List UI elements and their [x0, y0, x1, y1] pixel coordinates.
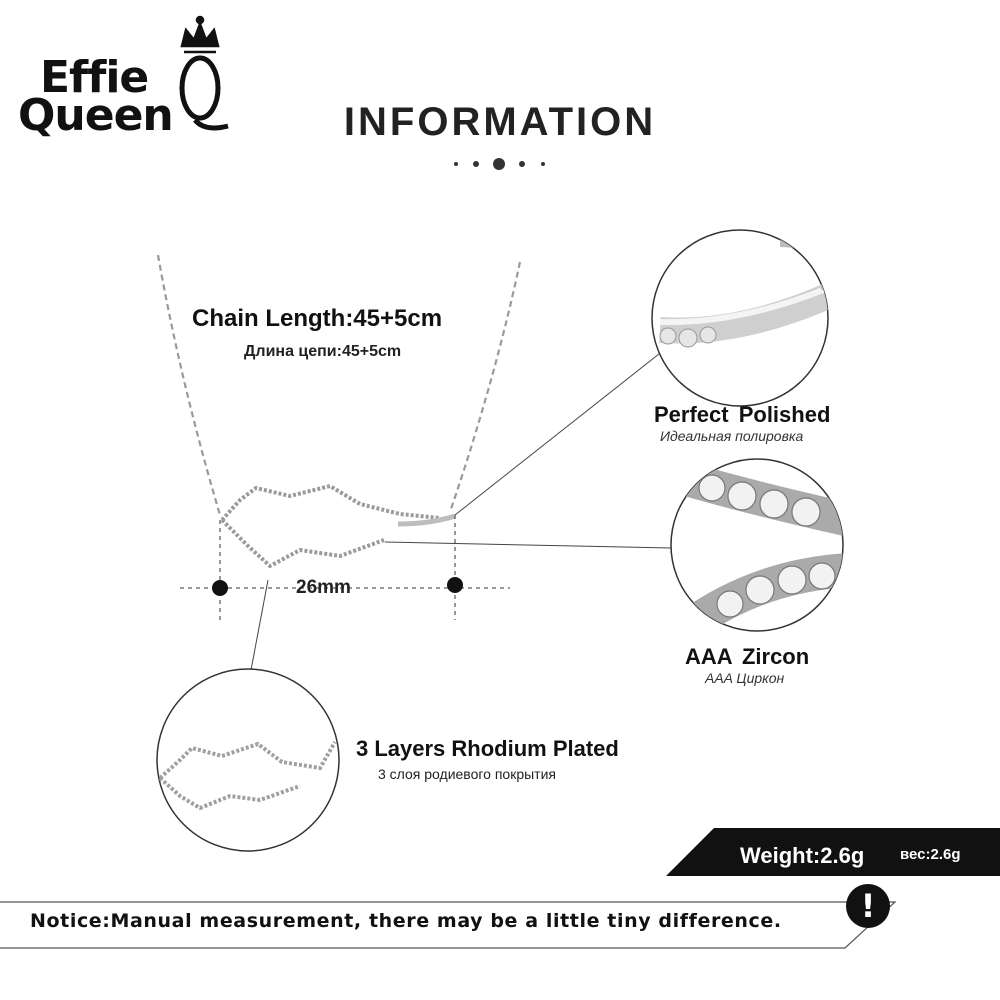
chain-length-label: Chain Length:45+5cm — [192, 305, 443, 332]
dimension-guides — [180, 515, 510, 620]
zoom-circle-rhodium — [156, 668, 340, 852]
title-dots — [454, 158, 545, 170]
weight-label: Weight:2.6g — [740, 843, 865, 868]
brand-logo-line1: Effie — [40, 52, 149, 103]
zoom-circle-zircon — [670, 458, 844, 632]
dimension-dot-right — [447, 577, 463, 593]
crown-icon — [180, 15, 220, 54]
pendant-width-label: 26mm — [296, 577, 351, 598]
feature-zircon-label: AAA Zircon — [685, 644, 810, 669]
notice-text: Notice:Manual measurement, there may be … — [30, 910, 782, 932]
feature-polished-label-ru: Идеальная полировка — [660, 428, 804, 444]
logo-q-mark — [179, 55, 229, 131]
necklace-chain — [156, 254, 522, 516]
feature-zircon-label-ru: AAA Циркон — [705, 670, 785, 686]
zoom-circle-polished — [651, 229, 829, 407]
pendant-bar — [397, 513, 456, 527]
feature-polished-label: Perfect Polished — [654, 402, 831, 427]
pendant — [220, 483, 441, 569]
dimension-dot-left — [212, 580, 228, 596]
exclamation-icon: ! — [846, 884, 890, 928]
weight-label-ru: вес:2.6g — [900, 846, 961, 863]
brand-logo-line2: Queen — [18, 90, 174, 141]
callout-lines — [250, 349, 672, 671]
page-title: INFORMATION — [343, 100, 657, 144]
chain-length-label-ru: Длина цепи:45+5cm — [244, 343, 402, 360]
feature-rhodium-label-ru: 3 слоя родиевого покрытия — [378, 766, 556, 782]
weight-band — [666, 828, 1000, 876]
feature-rhodium-label: 3 Layers Rhodium Plated — [356, 736, 619, 761]
